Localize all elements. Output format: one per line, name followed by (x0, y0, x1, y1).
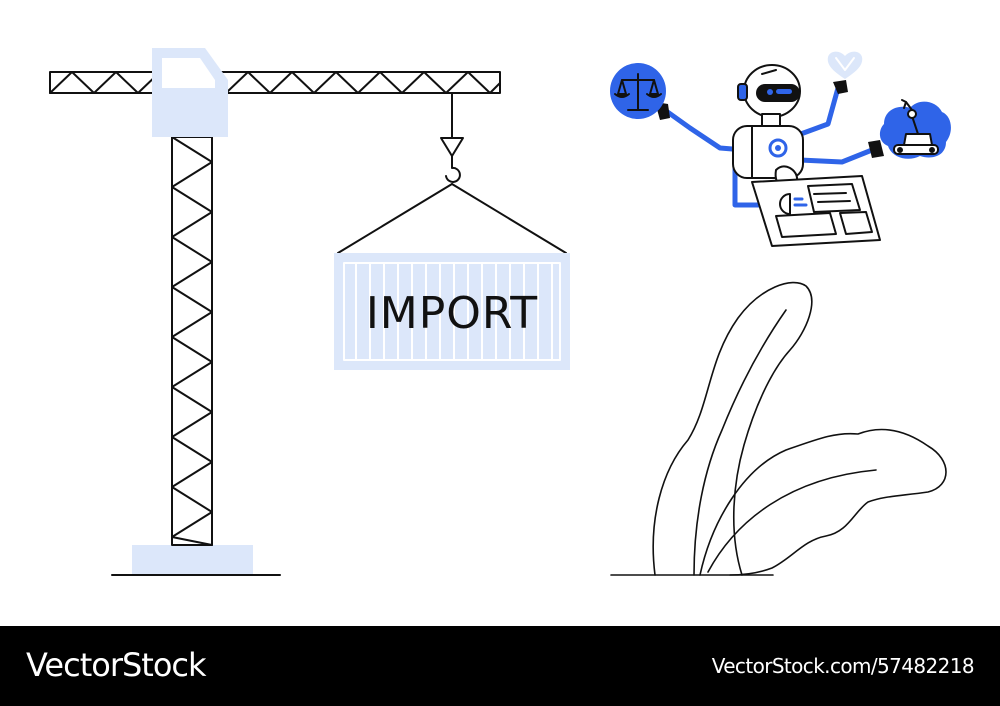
plant-icon (610, 281, 947, 576)
robotic-arm-icon (879, 99, 951, 159)
container-label: IMPORT (366, 288, 538, 339)
brand-url[interactable]: VectorStock.com/57482218 (711, 654, 975, 678)
crane-icon (49, 48, 567, 576)
illustration-scene: IMPORT (49, 48, 951, 576)
heart-icon (827, 51, 863, 79)
footer-bar: VectorStock VectorStock.com/57482218 (0, 626, 1000, 706)
brand-logo[interactable]: VectorStock (26, 646, 207, 684)
scales-icon (610, 63, 666, 119)
robot-icon (655, 64, 884, 247)
document-icon (751, 175, 881, 247)
shipping-container-icon: IMPORT (334, 253, 570, 370)
